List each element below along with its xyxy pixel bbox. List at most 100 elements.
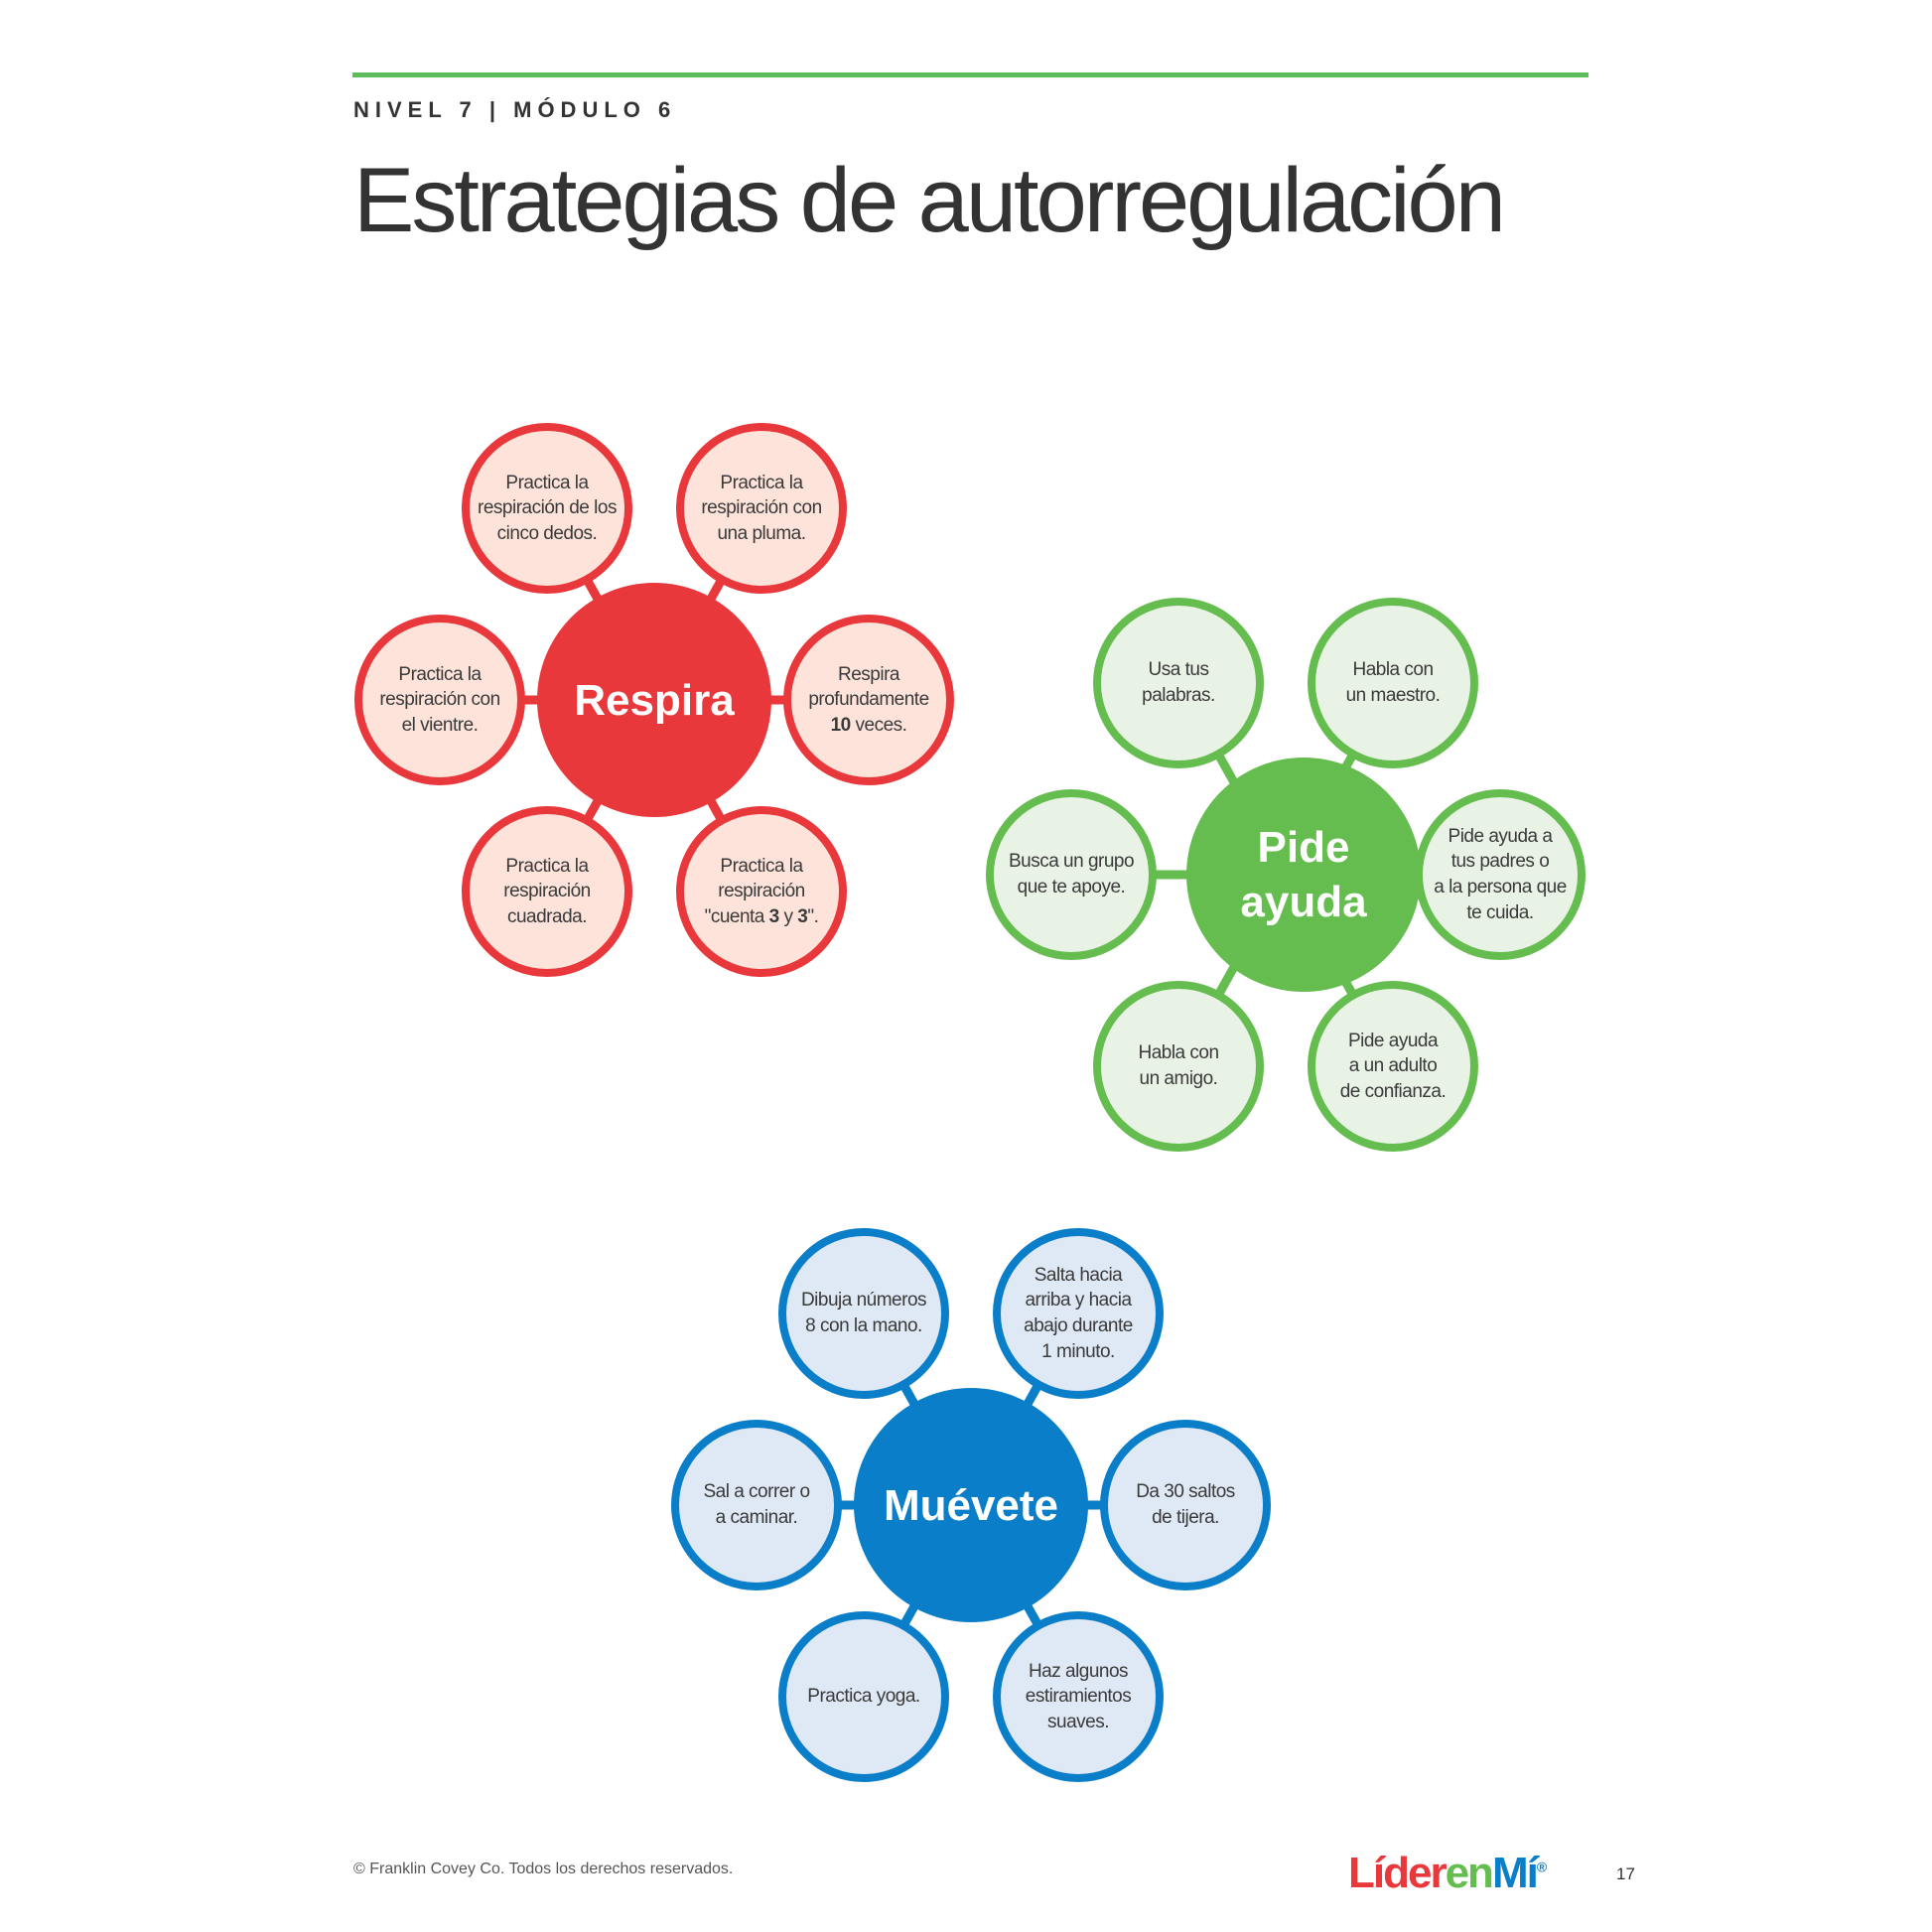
logo-part-mi: Mí [1491, 1849, 1539, 1897]
bubble-text-line: que te apoye. [1018, 875, 1126, 900]
respira-strategy-bubble: Practica la respiración"cuenta 3 y 3". [676, 806, 847, 977]
bubble-text-line: cuadrada. [507, 904, 588, 930]
bubble-text-line: Salta hacia [1035, 1263, 1123, 1289]
text-segment: respiración [503, 881, 591, 902]
bubble-text-line: 8 con la mano. [805, 1313, 922, 1339]
muevete-strategy-bubble: Practica yoga. [778, 1611, 949, 1782]
bubble-text-line: Da 30 saltos [1136, 1479, 1235, 1505]
text-segment: Pide ayuda [1347, 1030, 1439, 1051]
text-segment: Pide ayuda a [1448, 825, 1553, 847]
text-segment: y [778, 905, 798, 927]
text-segment: profundamente [808, 689, 929, 711]
text-segment: arriba y hacia [1025, 1290, 1132, 1311]
bubble-text-line: Practica la [720, 854, 803, 880]
bubble-text-line: Respira [838, 662, 899, 688]
bubble-text-line: Pide ayuda a [1449, 824, 1553, 850]
text-segment: 3 [768, 905, 780, 927]
bubble-text-line: abajo durante [1024, 1313, 1133, 1339]
pide-ayuda-hub: Pide ayuda [1186, 758, 1421, 992]
text-segment: respiración con [379, 689, 500, 711]
text-segment: 10 [830, 714, 852, 736]
respira-strategy-bubble: Practica la respiración con el vientre. [354, 615, 525, 785]
text-segment: Salta hacia [1034, 1264, 1123, 1286]
text-segment: Respira [838, 663, 899, 685]
text-segment: Usa tus [1148, 659, 1209, 681]
text-segment: que te apoye. [1017, 877, 1126, 897]
bubble-text-line: arriba y hacia [1025, 1288, 1132, 1313]
text-segment: te cuida. [1466, 901, 1534, 923]
text-segment: ". [807, 905, 819, 927]
text-segment: 8 con la mano. [805, 1315, 922, 1336]
text-segment: tus padres o [1450, 851, 1550, 873]
bubble-text-line: una pluma. [717, 521, 806, 547]
bubble-text-line: un amigo. [1140, 1066, 1218, 1092]
muevete-hub: Muévete [854, 1388, 1088, 1622]
bubble-text-line: "cuenta 3 y 3". [705, 904, 819, 930]
bubble-text-line: Sal a correr o [703, 1479, 810, 1505]
muevete-strategy-bubble: Da 30 saltos de tijera. [1100, 1420, 1271, 1590]
text-segment: respiración de los [478, 497, 617, 519]
text-segment: Practica la [720, 855, 803, 877]
text-segment: un maestro. [1345, 685, 1441, 706]
text-segment: suaves. [1047, 1711, 1109, 1732]
text-segment: el vientre. [401, 714, 479, 736]
bubble-text-line: Practica la [505, 854, 589, 880]
text-segment: a la persona que [1434, 877, 1567, 897]
bubble-text-line: palabras. [1142, 683, 1215, 709]
registered-mark: ® [1536, 1859, 1547, 1875]
bubble-text-line: estiramientos [1026, 1684, 1132, 1710]
bubble-text-line: respiración con [379, 687, 500, 713]
page-number: 17 [1616, 1864, 1635, 1883]
text-segment: a caminar. [715, 1507, 798, 1528]
bubble-text-line: Practica la [505, 471, 589, 496]
bubble-text-line: Habla con [1138, 1040, 1219, 1066]
bubble-text-line: Practica yoga. [807, 1684, 920, 1710]
pide-ayuda-strategy-bubble: Pide ayuda a tus padres o a la persona que… [1415, 789, 1586, 960]
text-segment: de confianza. [1339, 1080, 1447, 1102]
text-segment: Practica la [398, 663, 482, 685]
bubble-text-line: Pide ayuda [1347, 1029, 1439, 1054]
respira-hub: Respira [537, 583, 771, 817]
text-segment: respiración [718, 881, 805, 902]
bubble-text-line: cinco dedos. [497, 521, 598, 547]
muevete-strategy-bubble: Sal a correr o a caminar. [671, 1420, 842, 1590]
text-segment: respiración con [701, 497, 822, 519]
text-segment: Habla con [1352, 659, 1434, 681]
text-segment: palabras. [1142, 685, 1215, 706]
bubble-text-line: respiración [503, 879, 591, 904]
bubble-text-line: Haz algunos [1028, 1659, 1129, 1685]
text-segment: Sal a correr o [703, 1481, 810, 1503]
text-segment: Haz algunos [1028, 1660, 1129, 1682]
logo-part-en: en [1445, 1849, 1494, 1897]
text-segment: estiramientos [1025, 1686, 1132, 1708]
text-segment: 1 minuto. [1041, 1340, 1115, 1362]
bubble-text-line: respiración con [701, 495, 822, 521]
copyright: © Franklin Covey Co. Todos los derechos … [353, 1861, 734, 1877]
text-segment: de tijera. [1152, 1507, 1219, 1528]
text-segment: 3 [797, 905, 808, 927]
bubble-text-line: 10 veces. [831, 713, 907, 739]
bubble-text-line: respiración de los [478, 495, 617, 521]
bubble-text-line: Dibuja números [801, 1288, 927, 1313]
page-title: Estrategias de autorregulación [353, 150, 1506, 251]
text-segment: Da 30 saltos [1136, 1481, 1235, 1503]
text-segment: un amigo. [1139, 1068, 1218, 1089]
text-segment: Practica la [720, 472, 803, 493]
pide-ayuda-strategy-bubble: Usa tus palabras. [1093, 598, 1264, 768]
bubble-text-line: a un adulto [1349, 1053, 1438, 1079]
leader-in-me-logo: LíderenMí® [1348, 1849, 1547, 1898]
text-segment: Practica yoga. [807, 1686, 920, 1708]
text-segment: Habla con [1138, 1042, 1219, 1064]
bubble-text-line: Habla con [1352, 657, 1434, 683]
text-segment: cinco dedos. [496, 522, 598, 544]
bubble-text-line: tus padres o [1451, 849, 1550, 875]
bubble-text-line: a la persona que [1434, 875, 1567, 900]
bubble-text-line: el vientre. [402, 713, 479, 739]
